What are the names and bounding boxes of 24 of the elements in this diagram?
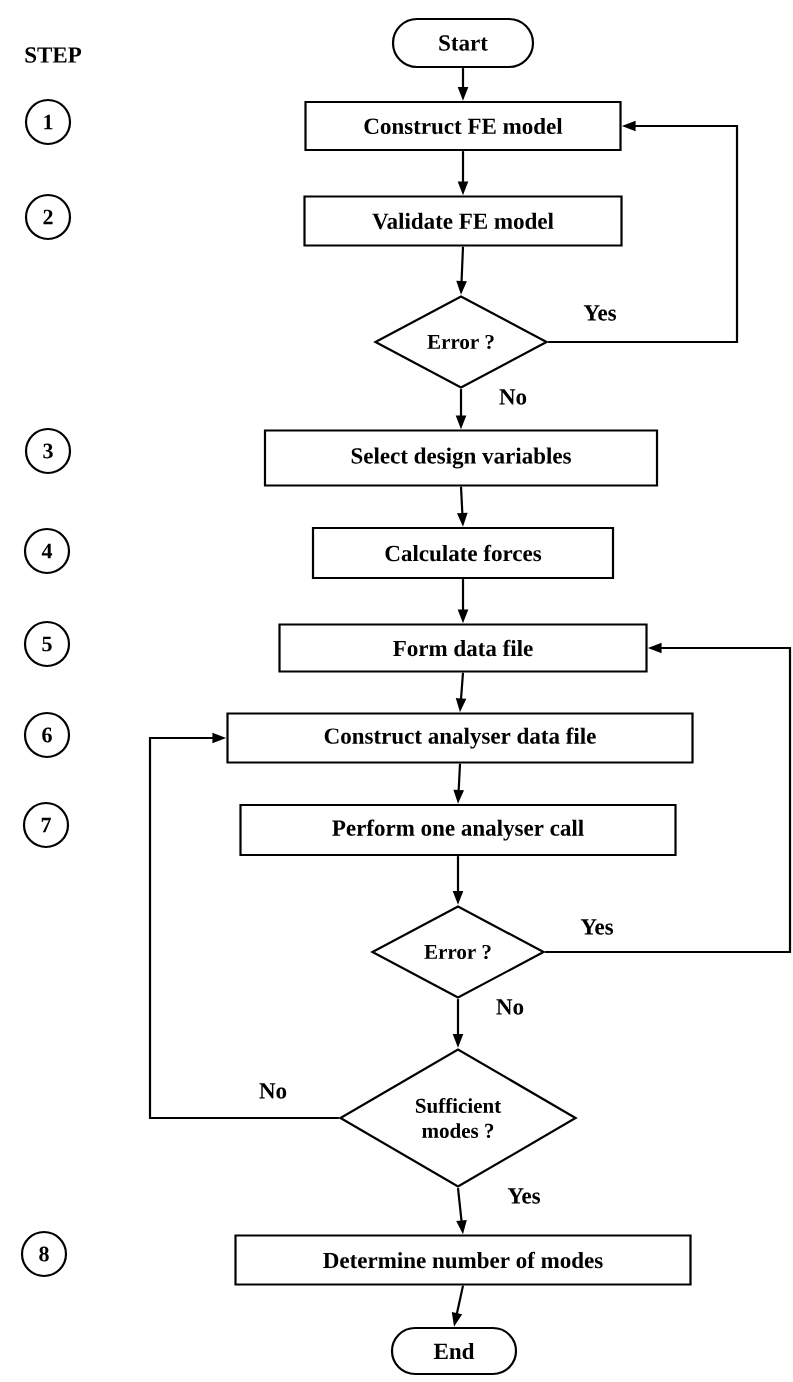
step-number: 8 xyxy=(20,1230,68,1278)
edge-label: Yes xyxy=(580,919,614,935)
process-box: Construct analyser data file xyxy=(226,712,694,764)
arrow xyxy=(148,732,339,1120)
process-box: Form data file xyxy=(278,623,648,673)
process-box: Calculate forces xyxy=(311,526,615,580)
step-number: 2 xyxy=(24,193,72,241)
step-number: 6 xyxy=(23,711,71,759)
step-number: 5 xyxy=(23,620,71,668)
edge-label: Yes xyxy=(583,305,617,321)
process-box: Validate FE model xyxy=(303,195,623,247)
step-number: 4 xyxy=(23,527,71,575)
process-box: Construct FE model xyxy=(304,100,622,152)
process-box: Select design variables xyxy=(263,429,659,487)
step-heading: STEP xyxy=(25,47,82,63)
step-number: 1 xyxy=(24,98,72,146)
step-number: 7 xyxy=(22,801,70,849)
process-box: Perform one analyser call xyxy=(239,803,677,857)
step-number: 3 xyxy=(24,427,72,475)
edge-label: Yes xyxy=(507,1188,541,1204)
edge-label: No xyxy=(496,999,524,1015)
edge-label: No xyxy=(259,1083,287,1099)
edge-label: No xyxy=(499,389,527,405)
process-box: Determine number of modes xyxy=(234,1234,692,1286)
